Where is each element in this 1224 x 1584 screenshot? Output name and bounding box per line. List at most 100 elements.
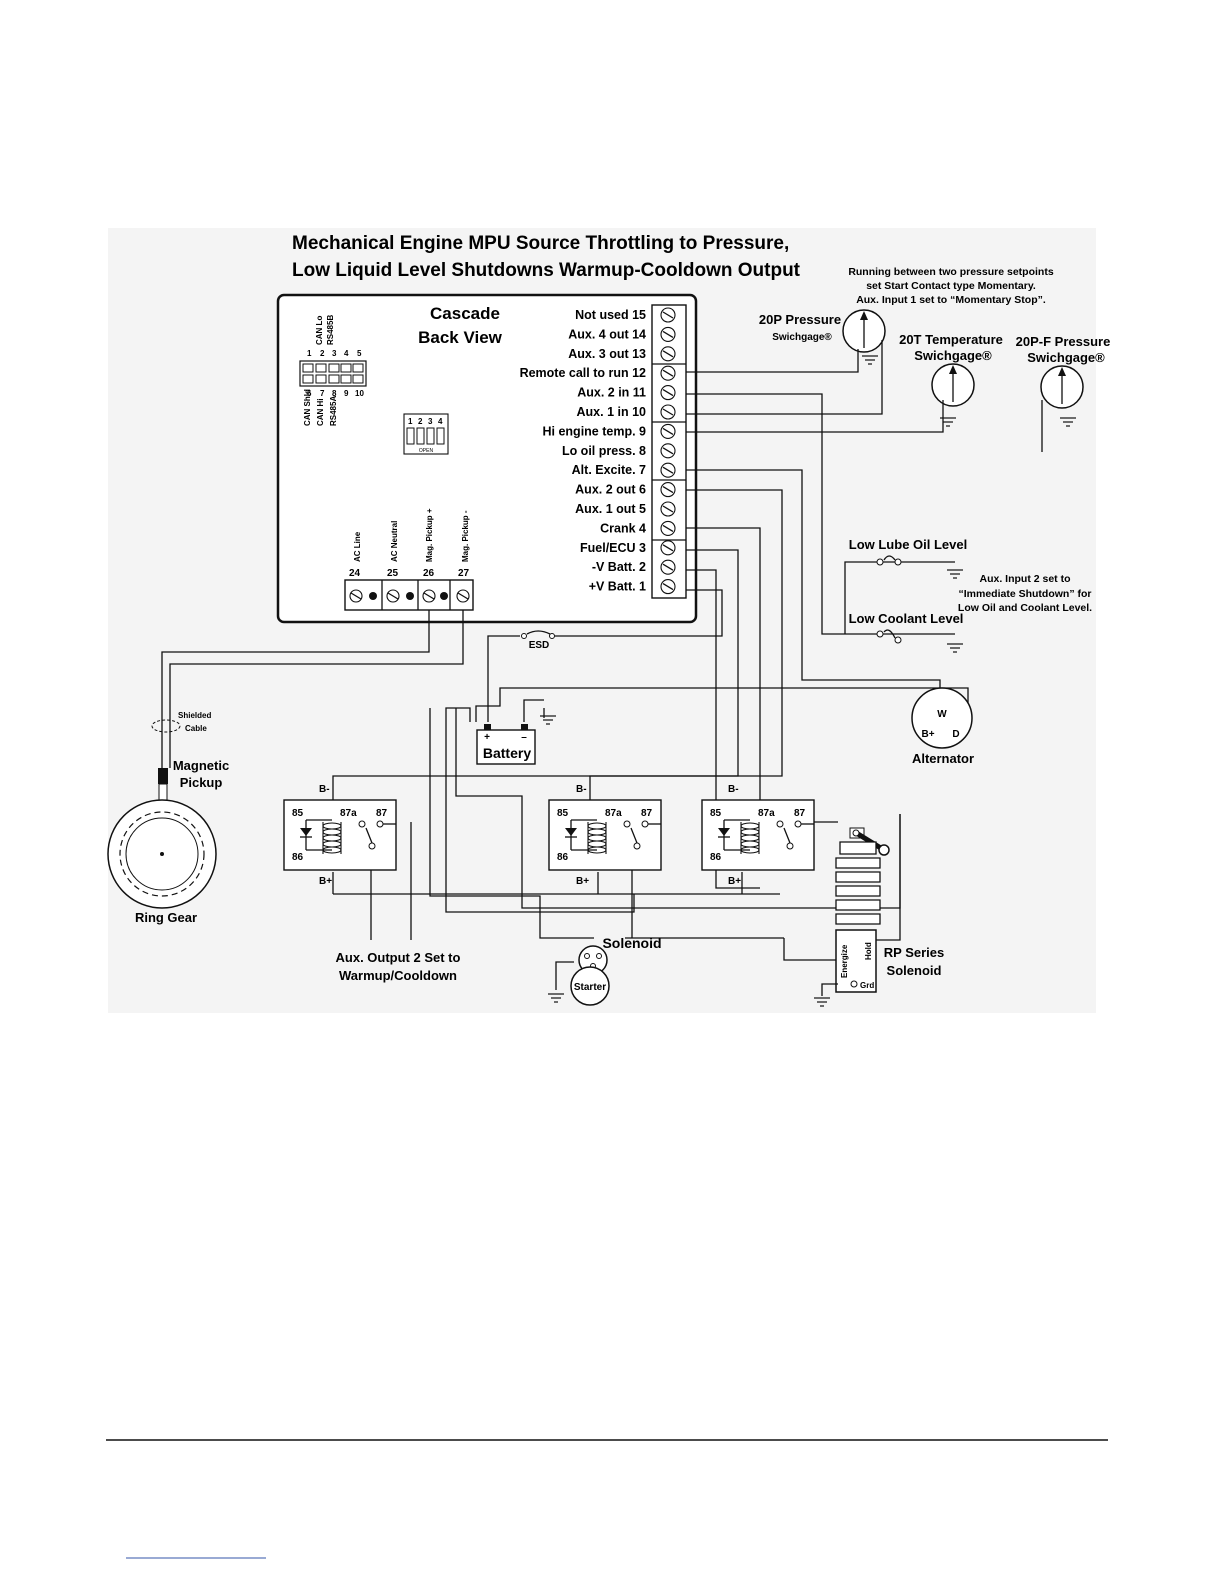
alternator: W B+ D Alternator xyxy=(911,687,974,766)
relay-pin-87: 87 xyxy=(794,808,806,819)
terminal-label: +V Batt. 1 xyxy=(589,580,646,594)
low-coolant-label: Low Coolant Level xyxy=(849,611,964,626)
terminal-label: Crank 4 xyxy=(600,521,646,535)
dip-switch: 1 2 3 4 OPEN xyxy=(403,413,449,455)
rp-solenoid-label: RP Series xyxy=(884,945,944,960)
relay-b-minus: B- xyxy=(728,784,739,795)
starter: Solenoid Starter xyxy=(547,935,662,1006)
svg-text:25: 25 xyxy=(387,568,399,579)
rp-series-solenoid: Energize Hold Grd RP Series Solenoid xyxy=(813,827,944,1007)
solenoid-label: Solenoid xyxy=(602,935,661,951)
relay-b-minus: B- xyxy=(319,784,330,795)
svg-text:Aux. Input 1 set to “Momentary: Aux. Input 1 set to “Momentary Stop”. xyxy=(856,294,1046,306)
can-shld-label: CAN Shld xyxy=(303,389,312,426)
svg-text:1: 1 xyxy=(408,417,413,426)
svg-text:Hold: Hold xyxy=(864,942,873,960)
svg-text:3: 3 xyxy=(428,417,433,426)
svg-text:B+: B+ xyxy=(921,729,934,740)
svg-text:Low Oil and Coolant Level.: Low Oil and Coolant Level. xyxy=(958,602,1092,614)
relay-b-minus: B- xyxy=(576,784,587,795)
magnetic-pickup: Shielded Cable Magnetic Pickup Ring Gear xyxy=(107,711,229,925)
relay-pin-87a: 87a xyxy=(758,808,775,819)
terminal-label: Aux. 2 in 11 xyxy=(577,386,646,400)
relay-b-plus: B+ xyxy=(576,876,589,887)
relay-pin-86: 86 xyxy=(292,852,304,863)
terminal-label: Remote call to run 12 xyxy=(520,366,646,380)
relay-pin-85: 85 xyxy=(710,808,722,819)
terminal-label: Aux. 4 out 14 xyxy=(568,327,646,341)
terminal-label: Aux. 3 out 13 xyxy=(568,347,646,361)
rs485a-label: RS485A xyxy=(329,396,338,426)
ac-line-label: AC Line xyxy=(353,531,362,562)
relay-pin-87a: 87a xyxy=(340,808,357,819)
terminal-label: Aux. 2 out 6 xyxy=(575,483,646,497)
rs485b-label: RS485B xyxy=(326,315,335,345)
svg-text:D: D xyxy=(952,729,959,740)
gauge-20t-label: 20T Temperature xyxy=(899,332,1003,347)
svg-text:Grd: Grd xyxy=(860,981,874,990)
svg-text:4: 4 xyxy=(438,417,443,426)
controller-name: Cascade xyxy=(430,304,500,323)
svg-text:Pickup: Pickup xyxy=(180,775,223,790)
terminal-label: Lo oil press. 8 xyxy=(562,444,646,458)
relay-pin-86: 86 xyxy=(710,852,722,863)
level-switches: Low Lube Oil Level Low Coolant Level Aux… xyxy=(849,537,1092,653)
relay-b-plus: B+ xyxy=(728,876,741,887)
esd-label: ESD xyxy=(529,640,550,651)
gauge-20pf-label: 20P-F Pressure xyxy=(1016,334,1111,349)
svg-text:Solenoid: Solenoid xyxy=(887,963,942,978)
aux-output-note-1: Aux. Output 2 Set to xyxy=(336,950,461,965)
mag-pickup-plus-label: Mag. Pickup + xyxy=(425,508,434,562)
relay-pin-87: 87 xyxy=(376,808,388,819)
relay-pin-85: 85 xyxy=(557,808,569,819)
gauges: Running between two pressure setpoints s… xyxy=(759,266,1111,427)
svg-text:10: 10 xyxy=(355,389,364,398)
svg-text:Swichgage®: Swichgage® xyxy=(1027,350,1105,365)
can-hi-label: CAN Hi xyxy=(316,398,325,426)
svg-text:W: W xyxy=(937,709,947,720)
can-connector: CAN Lo RS485B 1 2 3 4 5 6 7 8 9 10 CAN S… xyxy=(299,315,367,426)
terminal-label: Aux. 1 in 10 xyxy=(577,405,647,419)
svg-text:1: 1 xyxy=(307,349,312,358)
can-lo-label: CAN Lo xyxy=(315,316,324,345)
bottom-terminal-block: AC Line AC Neutral Mag. Pickup + Mag. Pi… xyxy=(344,508,474,611)
svg-text:Energize: Energize xyxy=(840,944,849,978)
svg-text:Shielded: Shielded xyxy=(178,711,211,720)
svg-text:8: 8 xyxy=(332,389,337,398)
svg-text:24: 24 xyxy=(349,568,361,579)
terminal-label: Fuel/ECU 3 xyxy=(580,541,646,555)
ac-neutral-label: AC Neutral xyxy=(390,521,399,562)
relay-pin-85: 85 xyxy=(292,808,304,819)
starter-label: Starter xyxy=(574,982,606,993)
svg-text:9: 9 xyxy=(344,389,349,398)
svg-text:2: 2 xyxy=(320,349,325,358)
aux-output-note-2: Warmup/Cooldown xyxy=(339,968,457,983)
controller-view: Back View xyxy=(418,328,503,347)
terminal-label: Aux. 1 out 5 xyxy=(575,502,646,516)
svg-text:Running between two pressure s: Running between two pressure setpoints xyxy=(848,266,1054,278)
svg-text:–: – xyxy=(521,732,527,743)
gauge-20p-label: 20P Pressure xyxy=(759,312,841,327)
wiring xyxy=(161,340,1043,961)
title-line-1: Mechanical Engine MPU Source Throttling … xyxy=(292,233,789,254)
relay: B- 85 87a 87 86B+ xyxy=(283,784,397,887)
ring-gear-label: Ring Gear xyxy=(135,910,197,925)
svg-text:OPEN: OPEN xyxy=(419,448,434,454)
title-line-2: Low Liquid Level Shutdowns Warmup-Cooldo… xyxy=(292,260,801,281)
relay-b-plus: B+ xyxy=(319,876,332,887)
svg-text:Aux. Input 2 set to: Aux. Input 2 set to xyxy=(979,573,1070,585)
magnetic-pickup-label: Magnetic xyxy=(173,758,229,773)
svg-text:5: 5 xyxy=(357,349,362,358)
svg-text:27: 27 xyxy=(458,568,470,579)
svg-text:3: 3 xyxy=(332,349,337,358)
svg-text:26: 26 xyxy=(423,568,435,579)
battery: + – Battery xyxy=(476,715,557,765)
relay-pin-86: 86 xyxy=(557,852,569,863)
svg-text:4: 4 xyxy=(344,349,349,358)
terminal-label: Hi engine temp. 9 xyxy=(543,424,647,438)
terminal-label: -V Batt. 2 xyxy=(592,560,646,574)
